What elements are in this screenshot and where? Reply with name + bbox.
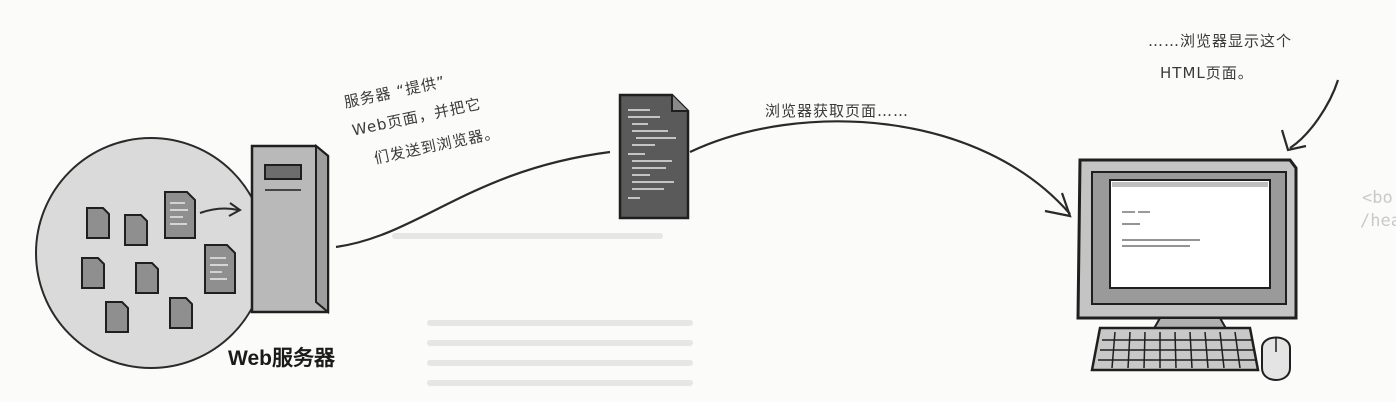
bg-bleed-lines bbox=[392, 233, 693, 386]
document-to-browser-curve bbox=[689, 120, 1071, 215]
server-caption: Web服务器 bbox=[228, 347, 335, 370]
browser-displays-text-line1: ……浏览器显示这个 bbox=[1148, 32, 1293, 50]
computer-monitor bbox=[1076, 158, 1298, 333]
bg-fragment-2: /head bbox=[1360, 211, 1396, 231]
browser-gets-text: 浏览器获取页面…… bbox=[765, 102, 910, 120]
browser-screen bbox=[1109, 179, 1271, 289]
bg-fragment-1: <bo bbox=[1362, 188, 1393, 208]
server-to-document-curve bbox=[335, 150, 611, 249]
html-document-icon bbox=[618, 93, 690, 220]
caption-pointer-arrow bbox=[1289, 79, 1340, 149]
arrow-head-browser bbox=[1044, 192, 1072, 218]
server-document-circle bbox=[35, 137, 267, 369]
server-tower bbox=[250, 143, 330, 315]
mouse bbox=[1261, 336, 1291, 381]
arrow-to-server bbox=[199, 207, 239, 214]
browser-displays-text-line2: HTML页面。 bbox=[1160, 64, 1254, 82]
keyboard bbox=[1090, 326, 1260, 372]
